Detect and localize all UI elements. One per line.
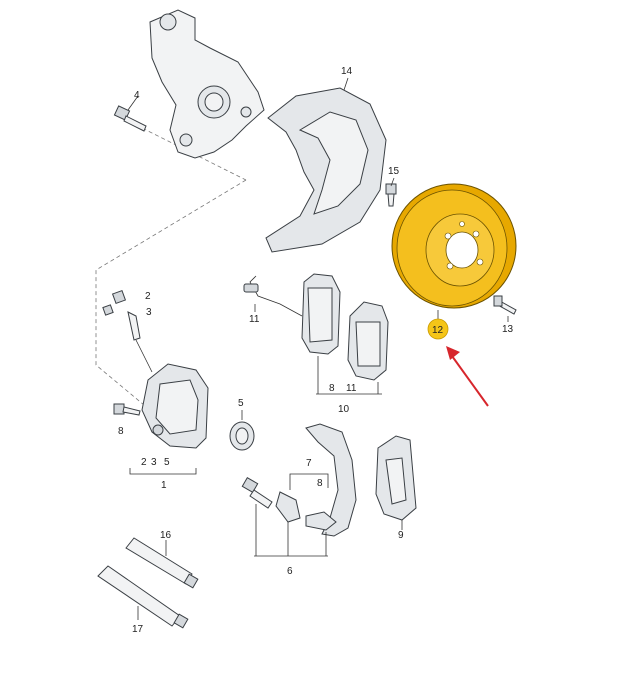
anti-rattle-clip bbox=[375, 435, 417, 530]
label-10: 10 bbox=[338, 404, 350, 415]
wear-sensor bbox=[243, 275, 303, 317]
label-1: 1 bbox=[161, 480, 167, 491]
label-9: 9 bbox=[398, 530, 404, 541]
group-1-label-3: 3 bbox=[151, 457, 157, 468]
label-4: 4 bbox=[134, 90, 140, 101]
label-11-sensor: 11 bbox=[249, 314, 260, 325]
guide-pin-2 bbox=[275, 491, 301, 523]
guide-pin-1 bbox=[241, 476, 273, 509]
brake-pad-inner bbox=[347, 301, 389, 381]
label-17: 17 bbox=[132, 624, 144, 635]
bolt-15 bbox=[385, 177, 397, 207]
label-7: 7 bbox=[306, 458, 312, 469]
label-3: 3 bbox=[146, 307, 152, 318]
label-8-bolt: 8 bbox=[118, 426, 124, 437]
piston-seal bbox=[229, 410, 255, 451]
part-12-marker bbox=[427, 310, 449, 340]
highlight-badge bbox=[427, 318, 449, 340]
grease-tube-16 bbox=[125, 537, 199, 589]
screw-13 bbox=[493, 295, 517, 315]
label-8-pin: 8 bbox=[317, 478, 323, 489]
label-13: 13 bbox=[502, 324, 514, 335]
brake-disc bbox=[391, 183, 517, 309]
steering-knuckle bbox=[149, 9, 265, 159]
bolt-4 bbox=[113, 95, 147, 132]
label-14: 14 bbox=[341, 66, 353, 77]
group-1-label-5: 5 bbox=[164, 457, 170, 468]
bracket-10 bbox=[316, 356, 382, 395]
assembly-dashed-line bbox=[95, 179, 247, 411]
label-8-pad: 8 bbox=[329, 383, 335, 394]
label-15: 15 bbox=[388, 166, 400, 177]
dust-shield bbox=[265, 77, 387, 253]
bolt-8-left bbox=[113, 403, 141, 416]
label-5: 5 bbox=[238, 398, 244, 409]
grease-tube-17 bbox=[97, 565, 189, 629]
bleed-valve bbox=[102, 289, 153, 373]
label-2: 2 bbox=[145, 291, 151, 302]
caliper bbox=[141, 363, 209, 449]
group-1-label-2: 2 bbox=[141, 457, 147, 468]
label-16: 16 bbox=[160, 530, 172, 541]
caliper-carrier bbox=[305, 423, 357, 537]
brake-pad-outer bbox=[301, 273, 341, 355]
bracket-1 bbox=[129, 468, 197, 475]
label-12: 12 bbox=[432, 325, 444, 336]
bracket-7 bbox=[289, 473, 329, 490]
red-arrow bbox=[446, 346, 489, 407]
label-11-pad: 11 bbox=[346, 383, 357, 394]
label-6: 6 bbox=[287, 566, 293, 577]
bracket-6 bbox=[254, 504, 328, 557]
